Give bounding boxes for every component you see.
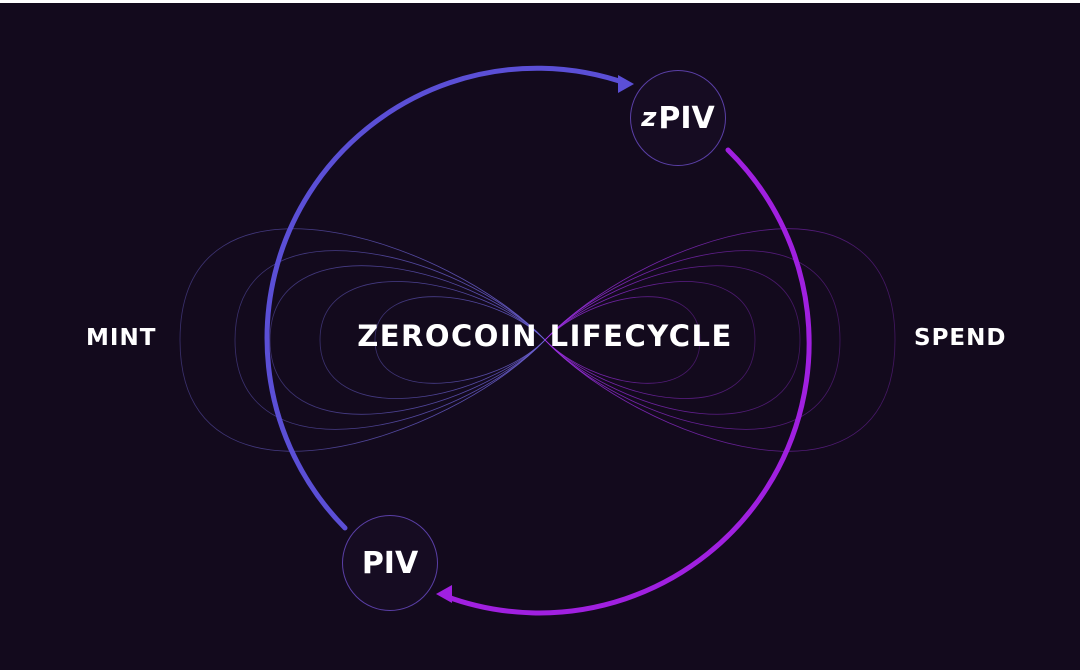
piv-label: PIV [361, 545, 419, 581]
mint-label: MINT [86, 325, 157, 351]
spend-arc [442, 147, 812, 616]
zpiv-label: PIV [658, 100, 715, 136]
infinity-icon [179, 228, 896, 452]
piv-node: PIV [342, 515, 438, 611]
diagram-title: ZEROCOIN LIFECYCLE [357, 319, 733, 353]
arrow-head-icon [618, 75, 634, 93]
spend-label: SPEND [914, 325, 1007, 351]
lifecycle-graphic [179, 65, 896, 616]
zpiv-prefix: z [641, 103, 657, 133]
mint-arc [264, 65, 631, 531]
arrow-head-icon [436, 585, 452, 603]
